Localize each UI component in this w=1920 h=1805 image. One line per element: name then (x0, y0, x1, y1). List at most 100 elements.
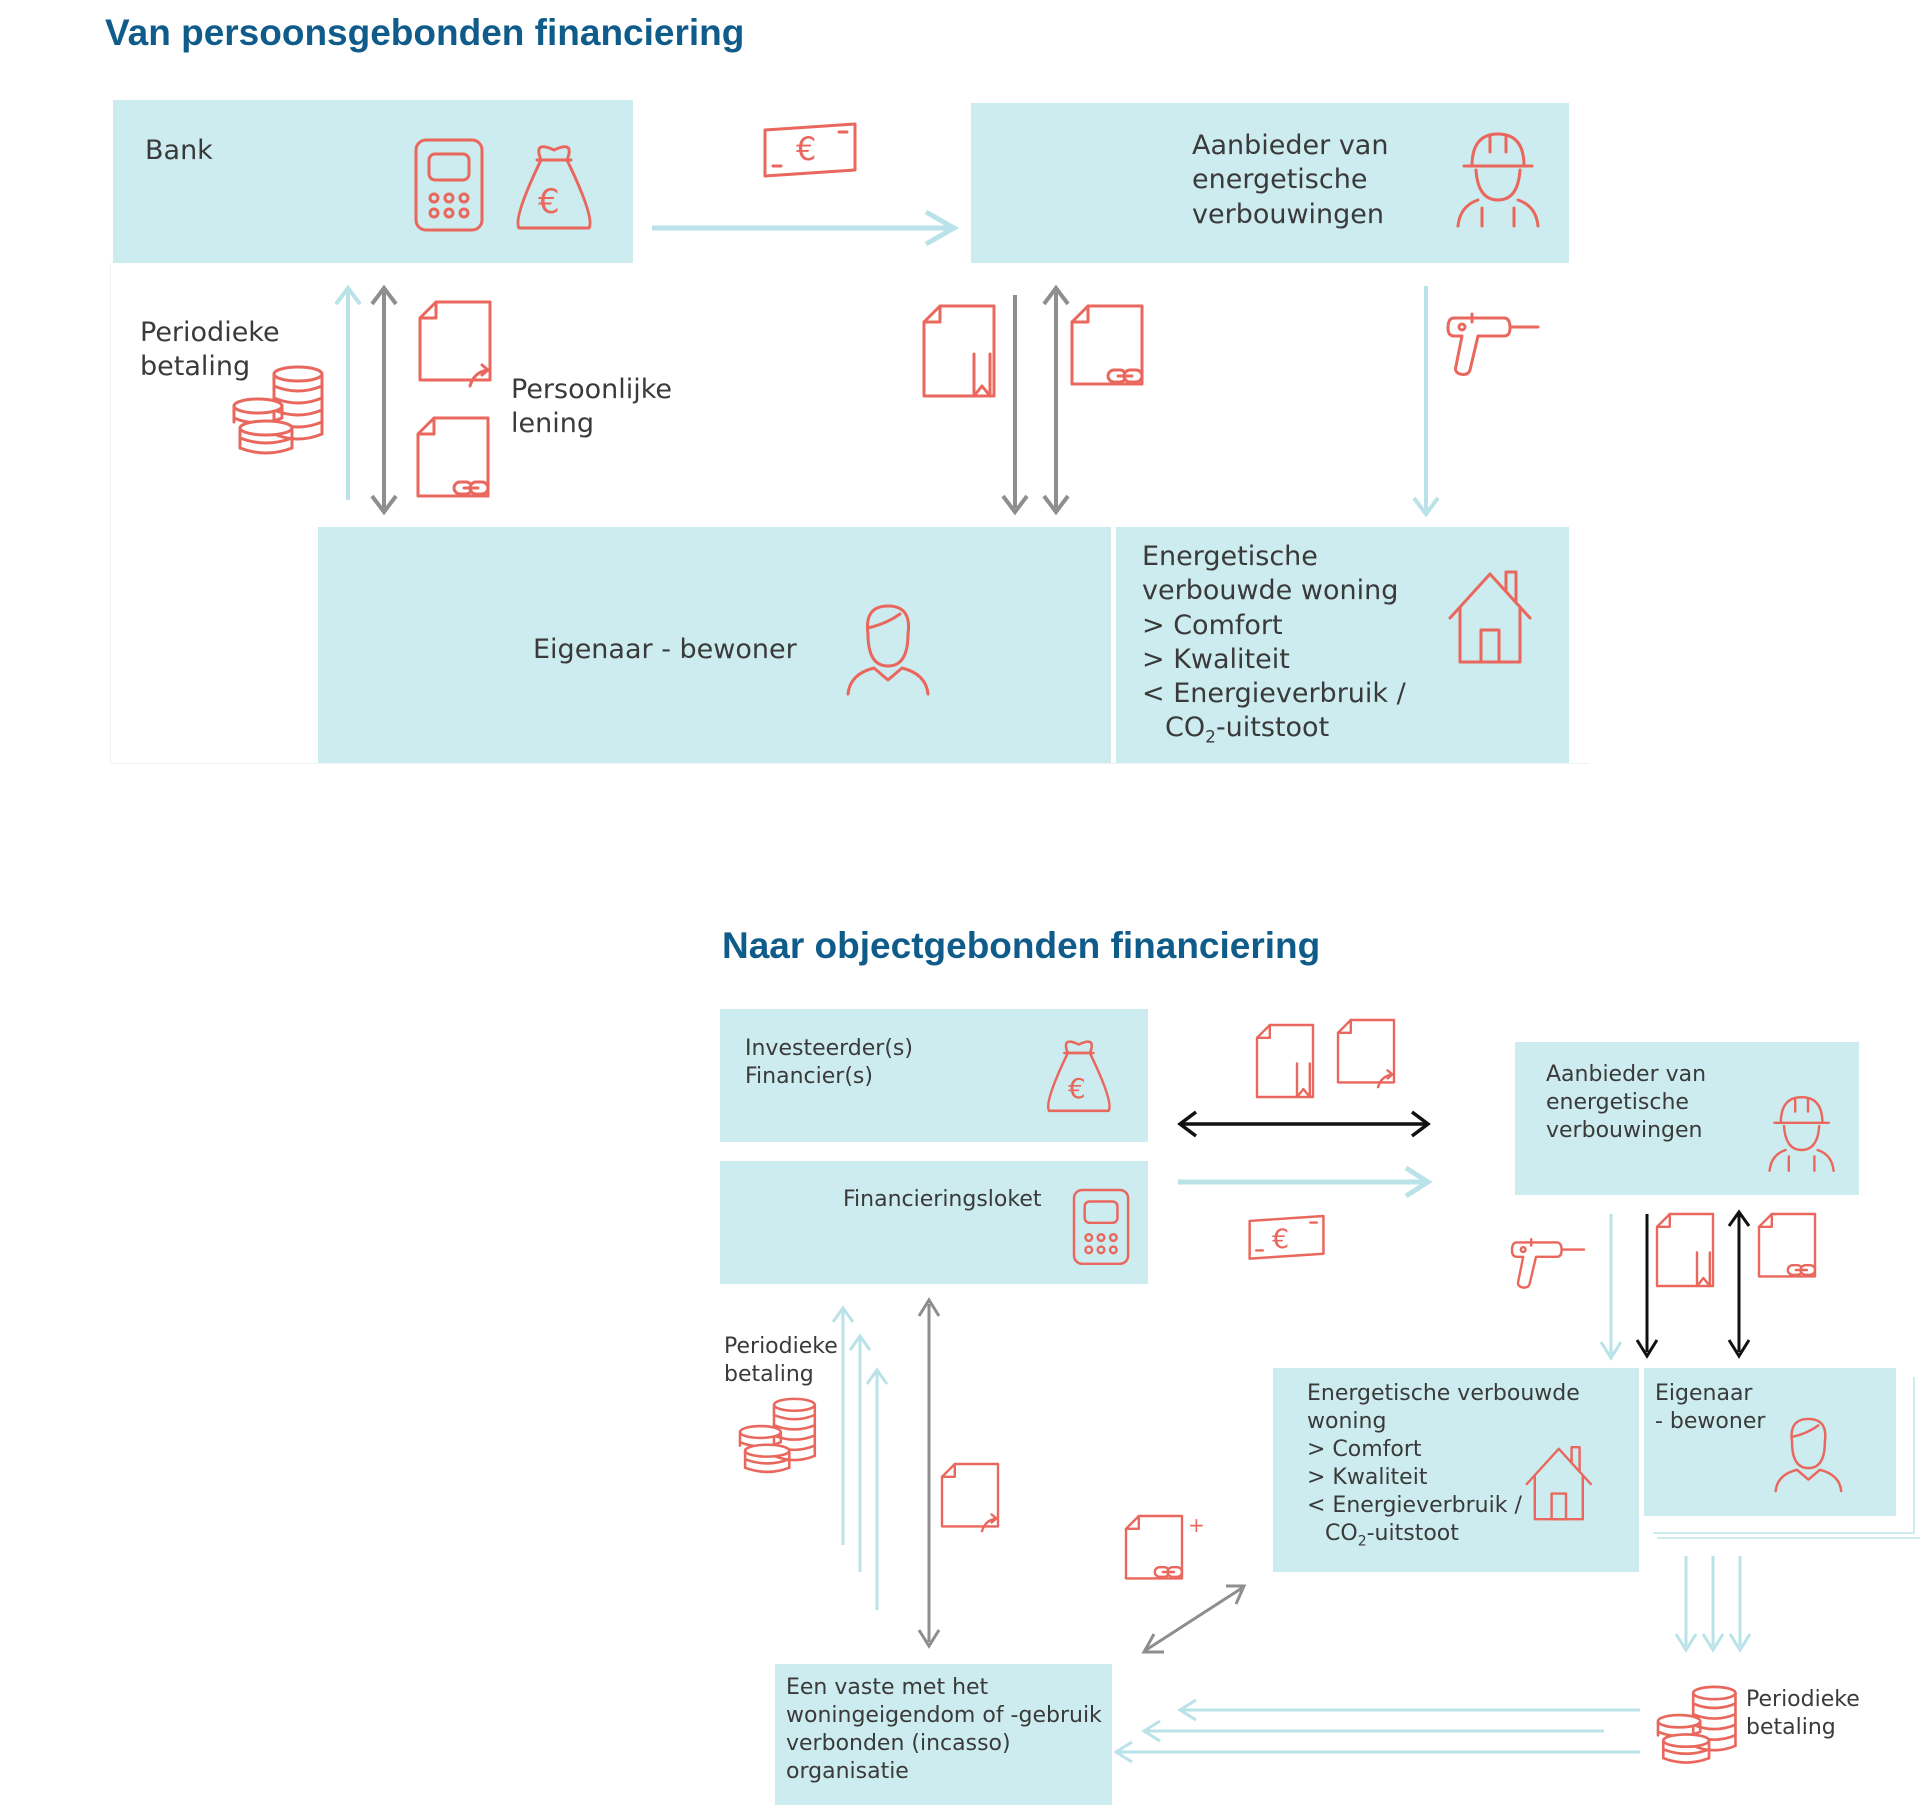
org-box (775, 1664, 1112, 1805)
provider-box-bottom (1515, 1042, 1859, 1195)
org-label-line: woningeigendom of -gebruik (786, 1702, 1102, 1728)
owner-stack-shadow (1653, 1377, 1915, 1534)
payment-label-line: Periodieke (140, 317, 280, 348)
money-bag-euro-glyph: € (538, 182, 560, 222)
document-arrow-icon (418, 300, 492, 388)
money-bag-euro-glyph: € (1068, 1072, 1086, 1105)
org-label-line: Een vaste met het (786, 1675, 989, 1700)
loan-label-line: Persoonlijke (511, 374, 673, 405)
arrow-investor-provider-bidirectional (1177, 1110, 1431, 1138)
document-link-icon (1124, 1514, 1184, 1580)
calculator-icon (414, 138, 484, 232)
house-icon (1448, 570, 1532, 664)
arrow-loan-bidirectional (370, 284, 398, 516)
top-diagram-title: Van persoonsgebonden financiering (105, 12, 745, 53)
loan-label-line: lening (511, 408, 594, 440)
house-label-line: verbouwde woning (1142, 575, 1399, 607)
co2-suffix: -uitstoot (1366, 1520, 1459, 1546)
arrow-payment-up (334, 284, 362, 500)
bank-label: Bank (145, 135, 213, 166)
owner-stack-shadow (1657, 1381, 1920, 1539)
payment-label-line: betaling (140, 351, 251, 383)
coins-icon (738, 1397, 817, 1474)
house-label-line: > Kwaliteit (1142, 643, 1290, 675)
house-label-line: Energetische (1142, 541, 1318, 572)
drill-icon (1446, 312, 1540, 376)
arrow-bank-to-provider (652, 209, 960, 247)
bottom-diagram-title: Naar objectgebonden financiering (722, 925, 1321, 966)
owner-box-bottom (1644, 1368, 1896, 1516)
co2-subscript: 2 (1357, 1533, 1367, 1550)
arrow-provider-owner-bidirectional (1727, 1209, 1751, 1359)
worker-icon (1768, 1095, 1835, 1173)
document-link-icon (1070, 304, 1144, 386)
person-icon (846, 604, 930, 696)
org-label: Een vaste met het woningeigendom of -geb… (786, 1674, 1102, 1786)
arrow-provider-down-gray (1001, 295, 1029, 516)
document-link-icon (1757, 1212, 1817, 1278)
payment-left-label: Periodieke betaling (724, 1333, 838, 1389)
arrow-owner-payment-down-triple (1674, 1556, 1752, 1653)
house-icon (1525, 1445, 1593, 1521)
document-link-icon (416, 416, 490, 498)
house-label-line: < Energieverbruik / (1142, 678, 1406, 710)
banknote-euro-glyph: € (796, 130, 816, 168)
house-label: Energetische verbouwde woning > Comfort … (1142, 540, 1406, 749)
provider-label-bottom: Aanbieder van energetische verbouwingen (1546, 1061, 1706, 1145)
drill-icon (1510, 1237, 1586, 1289)
banknote-euro-glyph: € (1272, 1224, 1289, 1255)
arrow-payment-up-triple (831, 1305, 889, 1610)
payment-left-line: Periodieke (724, 1334, 838, 1359)
house-label-line: Energetische verbouwde (1307, 1381, 1580, 1406)
document-arrow-icon (1336, 1018, 1396, 1089)
investor-label-line: Financier(s) (745, 1063, 873, 1089)
arrow-org-house-diagonal (1141, 1584, 1247, 1654)
document-arrow-icon (940, 1462, 1000, 1533)
worker-icon (1456, 132, 1540, 228)
house-label-line: > Kwaliteit (1307, 1464, 1428, 1490)
arrow-payment-to-org-triple (1113, 1698, 1640, 1764)
provider-box (971, 103, 1569, 263)
provider-label-line: Aanbieder van (1192, 130, 1389, 161)
co2-line: CO2-uitstoot (1307, 1520, 1580, 1551)
document-bookmark-icon (922, 304, 996, 398)
document-bookmark-icon (1255, 1023, 1315, 1099)
provider-label-line: energetische (1192, 164, 1368, 196)
payment-right-label: Periodieke betaling (1746, 1686, 1860, 1742)
provider-label-line: Aanbieder van (1546, 1062, 1707, 1087)
owner-label-line: - bewoner (1655, 1408, 1766, 1434)
co2-prefix: CO (1325, 1520, 1358, 1546)
investor-box (720, 1009, 1148, 1142)
provider-label-line: verbouwingen (1192, 198, 1385, 230)
arrow-renovation-down (1412, 286, 1440, 518)
arrow-desk-org-bidirectional (917, 1297, 941, 1649)
bank-box (113, 100, 633, 263)
house-label-line: > Comfort (1142, 609, 1283, 641)
provider-label: Aanbieder van energetische verbouwingen (1192, 129, 1388, 232)
co2-subscript: 2 (1205, 727, 1216, 748)
coins-icon (1656, 1685, 1737, 1764)
owner-label: Eigenaar - bewoner (533, 634, 797, 665)
payment-label: Periodieke betaling (140, 316, 280, 385)
provider-label-line: verbouwingen (1546, 1117, 1703, 1143)
payment-left-line: betaling (724, 1361, 814, 1387)
desk-box (720, 1161, 1148, 1284)
co2-suffix: -uitstoot (1215, 712, 1330, 744)
provider-label-line: energetische (1546, 1089, 1689, 1115)
house-label-line: woning (1307, 1408, 1387, 1434)
co2-prefix: CO (1165, 712, 1206, 744)
arrow-desk-to-provider (1178, 1165, 1433, 1199)
calculator-icon (1072, 1188, 1130, 1266)
arrow-provider-to-house (1599, 1214, 1623, 1361)
org-label-line: organisatie (786, 1758, 909, 1784)
house-label-bottom: Energetische verbouwde woning > Comfort … (1307, 1380, 1580, 1551)
house-label-line: > Comfort (1307, 1436, 1422, 1462)
document-bookmark-icon (1655, 1212, 1715, 1288)
org-label-line: verbonden (incasso) (786, 1730, 1011, 1756)
person-icon (1774, 1417, 1843, 1493)
owner-label-line: Eigenaar (1655, 1381, 1753, 1406)
house-label-line: < Energieverbruik / (1307, 1492, 1522, 1518)
arrow-provider-bidirectional-gray (1042, 284, 1070, 516)
top-diagram-frame (110, 263, 1589, 764)
